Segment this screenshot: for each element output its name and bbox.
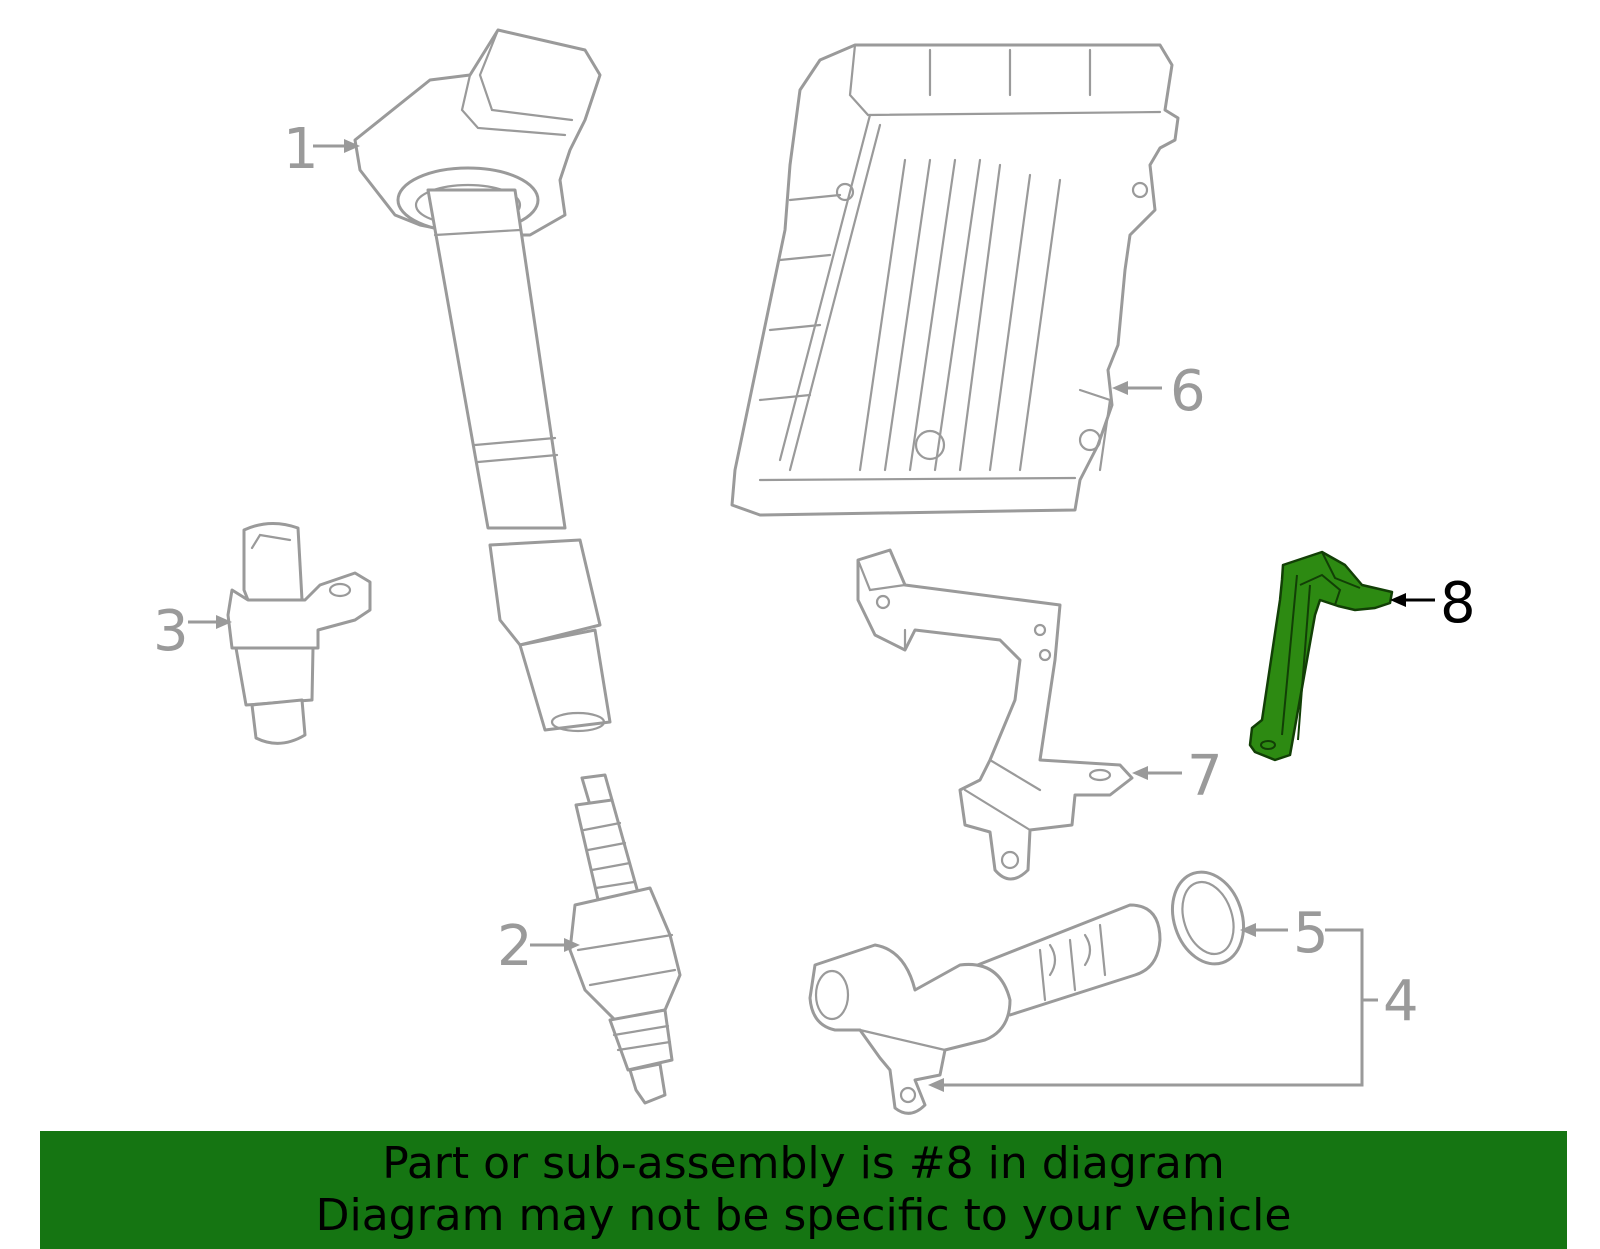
callout-4: 4 — [928, 928, 1419, 1092]
callout-6: 6 — [1112, 359, 1206, 424]
part-bracket-7[interactable] — [856, 548, 1134, 881]
callout-1: 1 — [283, 117, 360, 182]
info-banner: Part or sub-assembly is #8 in diagram Di… — [40, 1131, 1567, 1249]
part-cam-sensor[interactable] — [226, 522, 372, 745]
callout-3: 3 — [153, 599, 232, 664]
callout-7: 7 — [1132, 744, 1223, 809]
part-spark-plug[interactable] — [568, 773, 682, 1105]
callout-5-label: 5 — [1293, 901, 1329, 966]
callout-8: 8 — [1390, 571, 1476, 636]
part-oil-control-valve[interactable] — [808, 903, 1162, 1115]
callout-4-label: 4 — [1383, 969, 1419, 1034]
part-ecu-module[interactable] — [730, 43, 1180, 517]
callout-1-label: 1 — [283, 117, 319, 182]
callout-3-label: 3 — [153, 599, 189, 664]
banner-line-2: Diagram may not be specific to your vehi… — [315, 1190, 1292, 1241]
callout-5: 5 — [1240, 901, 1329, 966]
banner-line-1: Part or sub-assembly is #8 in diagram — [382, 1138, 1225, 1189]
callout-2: 2 — [497, 914, 580, 979]
callout-6-label: 6 — [1170, 359, 1206, 424]
callout-8-label: 8 — [1440, 571, 1476, 636]
callout-7-label: 7 — [1187, 744, 1223, 809]
callout-2-label: 2 — [497, 914, 533, 979]
part-bracket-8-highlighted[interactable] — [1248, 550, 1394, 762]
part-ignition-coil[interactable] — [353, 28, 612, 733]
part-seal-ring[interactable] — [1161, 863, 1255, 973]
